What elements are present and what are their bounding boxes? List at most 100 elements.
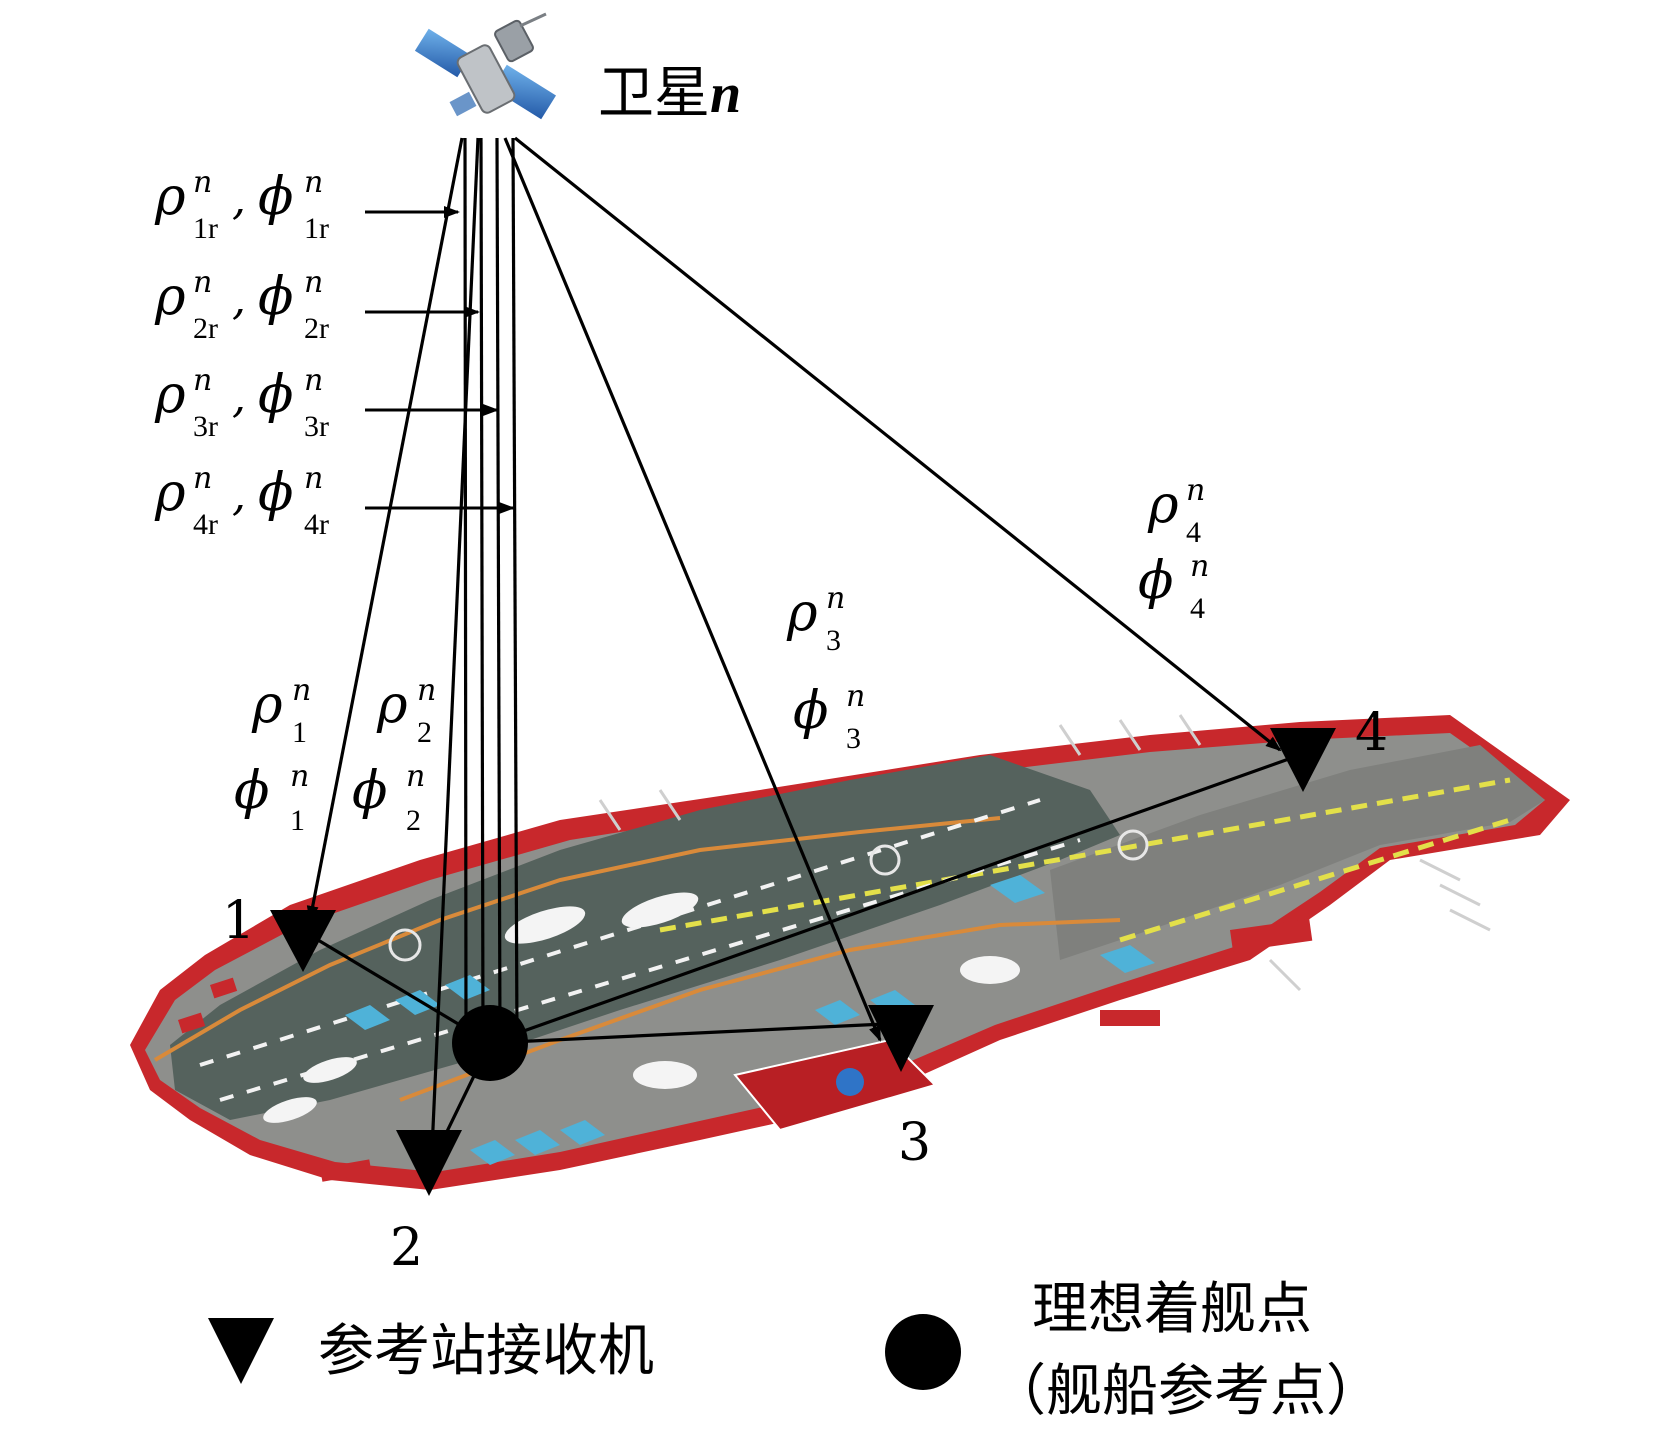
island-dish — [836, 1068, 864, 1096]
svg-text:2r: 2r — [193, 312, 218, 345]
svg-text:ϕ: ϕ — [258, 267, 293, 327]
deck-edge-posts — [598, 714, 1491, 992]
aircraft-carrier — [130, 714, 1570, 1190]
receiver-labels: 1 2 3 4 — [222, 703, 1388, 1278]
svg-text:n: n — [304, 165, 323, 200]
obs-label-2: ρ n 2 ϕ n 2 — [352, 673, 436, 837]
legend: 参考站接收机 理想着舰点 （舰船参考点） — [208, 1277, 1382, 1424]
svg-text:2: 2 — [406, 804, 421, 837]
legend-receiver-triangle — [208, 1318, 274, 1384]
link-satellite-ref-4 — [511, 137, 519, 1041]
svg-text:4: 4 — [1186, 516, 1201, 549]
svg-text:n: n — [193, 363, 212, 398]
satellite-icon — [414, 12, 557, 120]
svg-text:n: n — [193, 165, 212, 200]
svg-text:,: , — [232, 372, 246, 423]
foul-line-2 — [399, 918, 1121, 1102]
svg-text:ϕ: ϕ — [234, 761, 269, 821]
obs-label-2r: ρ n 2r , ϕ n 2r — [154, 265, 329, 345]
bow-runway — [1050, 745, 1545, 960]
satellite-mast — [519, 12, 547, 28]
satellite-body — [456, 44, 516, 114]
svg-text:n: n — [846, 679, 865, 714]
legend-receiver-label: 参考站接收机 — [318, 1319, 654, 1384]
svg-text:1r: 1r — [193, 212, 218, 245]
svg-text:ρ: ρ — [154, 365, 186, 425]
svg-text:3: 3 — [826, 624, 841, 657]
centerline-2 — [1119, 817, 1511, 943]
svg-text:3r: 3r — [193, 410, 218, 443]
svg-text:3r: 3r — [304, 410, 329, 443]
obs-label-4r: ρ n 4r , ϕ n 4r — [154, 461, 329, 541]
helipads — [388, 829, 1149, 962]
svg-text:2: 2 — [417, 716, 432, 749]
satellite-module — [494, 19, 534, 63]
white-aircraft — [263, 892, 1020, 1123]
svg-text:ϕ: ϕ — [352, 761, 387, 821]
svg-text:ρ: ρ — [1147, 475, 1179, 535]
obs-label-1: ρ n 1 ϕ n 1 — [234, 673, 311, 837]
link-satellite-ref-2 — [479, 137, 485, 1041]
svg-text:ϕ: ϕ — [258, 365, 293, 425]
reference-observation-labels: ρ n 1r , ϕ n 1r ρ n 2r , ϕ n 2r ρ n 3r ,… — [154, 165, 329, 541]
receiver-observation-labels: ρ n 1 ϕ n 1 ρ n 2 ϕ n 2 ρ n 3 ϕ n 3 ρ n — [234, 473, 1209, 837]
svg-text:,: , — [232, 470, 246, 521]
receiver-3-triangle — [868, 1005, 934, 1072]
parked-jets — [345, 875, 1155, 1165]
island-superstructure — [733, 1038, 937, 1132]
svg-text:n: n — [1186, 473, 1205, 508]
link-satellite-ref-3 — [495, 137, 502, 1041]
receiver-2-label: 2 — [390, 1218, 423, 1278]
ideal-landing-point — [452, 1005, 528, 1081]
legend-landing-point-dot — [885, 1314, 961, 1390]
runway-dash-2 — [219, 838, 1081, 1102]
svg-text:n: n — [406, 759, 425, 794]
runway-dash-1 — [199, 798, 1041, 1067]
svg-text:ρ: ρ — [376, 675, 408, 735]
svg-text:,: , — [232, 274, 246, 325]
svg-text:3: 3 — [846, 722, 861, 755]
receiver-4-triangle — [1270, 728, 1336, 792]
link-satellite-receiver-4 — [514, 136, 1282, 752]
satellite-label: 卫星n — [598, 61, 741, 126]
svg-text:ρ: ρ — [154, 167, 186, 227]
svg-text:4: 4 — [1190, 592, 1205, 625]
deck-markings-red — [178, 918, 1313, 1182]
receivers — [270, 728, 1336, 1196]
solar-panel-left — [414, 28, 472, 78]
svg-text:ϕ: ϕ — [258, 463, 293, 523]
svg-text:4r: 4r — [304, 508, 329, 541]
svg-text:n: n — [193, 265, 212, 300]
svg-text:n: n — [290, 759, 309, 794]
receiver-1-triangle — [270, 910, 336, 972]
centerline-1 — [659, 777, 1511, 933]
svg-text:n: n — [304, 265, 323, 300]
label-pointers — [365, 206, 515, 514]
svg-text:ϕ: ϕ — [258, 167, 293, 227]
obs-label-4: ρ n 4 ϕ n 4 — [1138, 473, 1209, 625]
svg-text:ϕ: ϕ — [1138, 551, 1173, 611]
obs-label-3: ρ n 3 ϕ n 3 — [786, 581, 865, 755]
svg-text:n: n — [304, 363, 323, 398]
svg-text:2r: 2r — [304, 312, 329, 345]
receiver-2-triangle — [396, 1130, 462, 1196]
link-satellite-receiver-1 — [306, 137, 464, 922]
svg-text:1: 1 — [290, 804, 305, 837]
link-satellite-receiver-3 — [503, 137, 882, 1042]
baseline-ref-3 — [489, 1021, 906, 1045]
legend-landing-point-sublabel: （舰船参考点） — [990, 1359, 1382, 1424]
baseline-ref-4 — [489, 753, 1301, 1045]
obs-label-1r: ρ n 1r , ϕ n 1r — [154, 165, 329, 245]
svg-text:ρ: ρ — [154, 463, 186, 523]
legend-landing-point-label: 理想着舰点 — [1032, 1277, 1312, 1342]
receiver-4-label: 4 — [1355, 703, 1388, 763]
svg-text:ρ: ρ — [154, 267, 186, 327]
receiver-1-label: 1 — [222, 891, 255, 951]
svg-text:1: 1 — [292, 716, 307, 749]
svg-text:1r: 1r — [304, 212, 329, 245]
svg-text:ρ: ρ — [786, 583, 818, 643]
svg-text:n: n — [826, 581, 845, 616]
svg-text:n: n — [1190, 549, 1209, 584]
